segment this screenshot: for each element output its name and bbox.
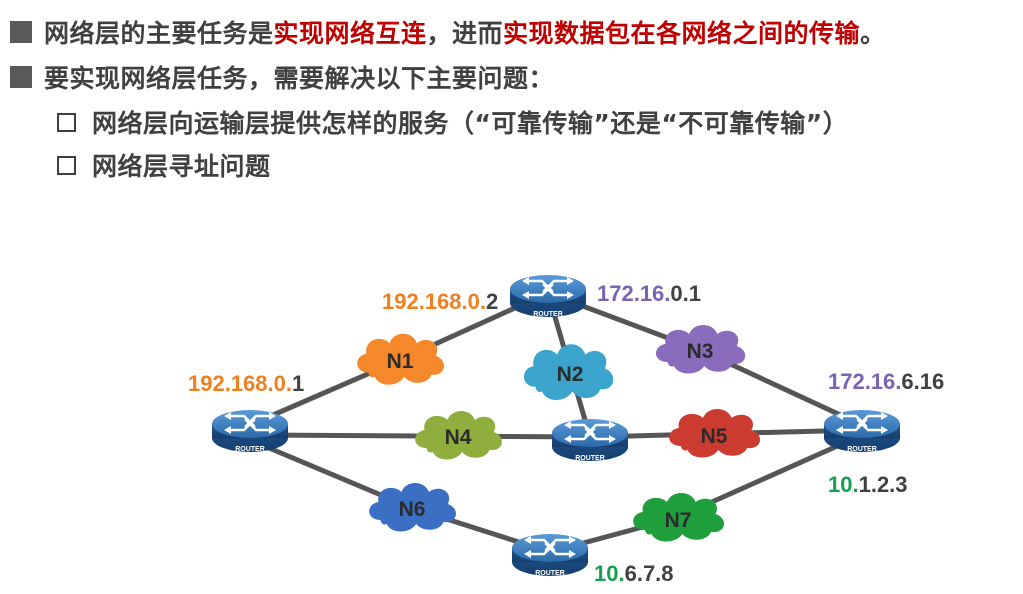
network-n4-label: N4 bbox=[445, 426, 472, 449]
ip-network-part: 192.168.0. bbox=[382, 289, 486, 314]
ip-address-left: 192.168.0.1 bbox=[188, 371, 304, 396]
router-label: ROUTER bbox=[575, 455, 605, 462]
bullet-square-icon bbox=[10, 21, 32, 43]
hollow-square-icon bbox=[57, 112, 76, 132]
ip-network-part: 10. bbox=[594, 561, 625, 586]
sub-bullet-addressing: 网络层寻址问题 bbox=[57, 145, 271, 185]
sub-bullet-text: 网络层向运输层提供怎样的服务（“可靠传输”还是“不可靠传输”） bbox=[92, 109, 849, 138]
network-n5-cloud: N5 bbox=[669, 409, 761, 458]
ip-host-part: 2 bbox=[486, 289, 498, 314]
network-n1-label: N1 bbox=[387, 350, 414, 373]
network-n2-cloud: N2 bbox=[523, 344, 614, 401]
ip-host-part: 0.1 bbox=[670, 281, 701, 306]
router-label: ROUTER bbox=[235, 446, 265, 453]
router-top: ROUTER bbox=[508, 273, 588, 319]
text-part: 网络层的主要任务是 bbox=[44, 19, 274, 48]
router-right: ROUTER bbox=[822, 408, 902, 454]
bullet-network-layer-task: 网络层的主要任务是实现网络互连，进而实现数据包在各网络之间的传输。 bbox=[10, 12, 886, 52]
network-n6-label: N6 bbox=[399, 498, 426, 521]
hollow-square-icon bbox=[57, 155, 76, 175]
ip-address-right-low: 10.1.2.3 bbox=[828, 472, 908, 497]
ip-host-part: 6.7.8 bbox=[625, 561, 674, 586]
network-n5-label: N5 bbox=[701, 425, 728, 448]
bullet-problems: 要实现网络层任务，需要解决以下主要问题： bbox=[10, 57, 554, 97]
ip-network-part: 172.16. bbox=[597, 281, 670, 306]
ip-network-part: 172.16. bbox=[828, 369, 901, 394]
network-n6-cloud: N6 bbox=[369, 483, 456, 532]
bullet-text: 网络层的主要任务是实现网络互连，进而实现数据包在各网络之间的传输。 bbox=[44, 14, 886, 50]
ip-address-right: 172.16.6.16 bbox=[828, 369, 944, 394]
ip-address-bottom: 10.6.7.8 bbox=[594, 561, 674, 586]
sub-bullet-text: 网络层寻址问题 bbox=[92, 152, 271, 181]
router-label: ROUTER bbox=[533, 311, 563, 318]
ip-network-part: 192.168.0. bbox=[188, 371, 292, 396]
network-n3-label: N3 bbox=[687, 340, 714, 363]
network-n1-cloud: N1 bbox=[357, 333, 444, 385]
router-center: ROUTER bbox=[550, 417, 630, 463]
network-n7-cloud: N7 bbox=[633, 493, 725, 542]
ip-network-part: 10. bbox=[828, 472, 859, 497]
ip-host-part: 1 bbox=[292, 371, 304, 396]
router-label: ROUTER bbox=[847, 446, 877, 453]
network-links bbox=[247, 290, 865, 555]
bullet-text: 要实现网络层任务，需要解决以下主要问题： bbox=[44, 64, 555, 93]
router-label: ROUTER bbox=[535, 570, 565, 577]
router-bottom: ROUTER bbox=[510, 532, 590, 578]
bullet-square-icon bbox=[10, 66, 32, 88]
network-n7-label: N7 bbox=[665, 509, 692, 532]
ip-address-top-right: 172.16.0.1 bbox=[597, 281, 701, 306]
text-part: ，进而 bbox=[426, 19, 504, 48]
network-n4-cloud: N4 bbox=[415, 411, 502, 460]
router-left: ROUTER bbox=[210, 408, 290, 454]
highlight-text: 实现网络互连 bbox=[273, 19, 427, 48]
ip-address-top-left: 192.168.0.2 bbox=[382, 289, 498, 314]
highlight-text: 实现数据包在各网络之间的传输 bbox=[503, 19, 861, 48]
network-n2-label: N2 bbox=[557, 363, 584, 386]
network-n3-cloud: N3 bbox=[655, 325, 746, 374]
sub-bullet-service: 网络层向运输层提供怎样的服务（“可靠传输”还是“不可靠传输”） bbox=[57, 102, 848, 142]
ip-host-part: 1.2.3 bbox=[859, 472, 908, 497]
ip-host-part: 6.16 bbox=[901, 369, 944, 394]
text-part: 。 bbox=[860, 19, 886, 48]
